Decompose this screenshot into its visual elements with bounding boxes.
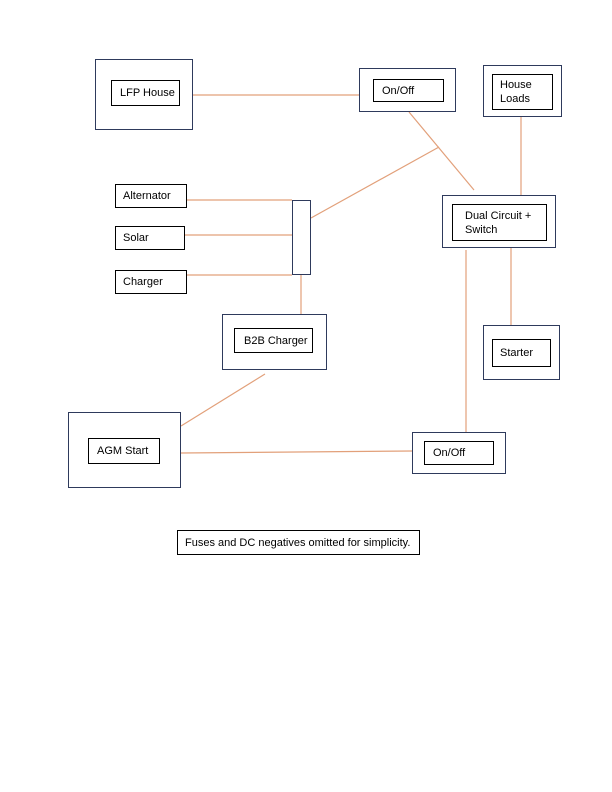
lfp-house-label: LFP House bbox=[111, 80, 180, 106]
solar-label: Solar bbox=[115, 226, 185, 250]
bus-bar bbox=[292, 200, 311, 275]
wire-agm-to-bottom-onoff bbox=[180, 450, 413, 454]
starter-label: Starter bbox=[492, 339, 551, 367]
on-off-top-label: On/Off bbox=[373, 79, 444, 102]
wire-b2b-to-agm bbox=[180, 373, 266, 427]
charger-label: Charger bbox=[115, 270, 187, 294]
dual-circuit-switch-label: Dual Circuit + Switch bbox=[452, 204, 547, 241]
on-off-bottom-label: On/Off bbox=[424, 441, 494, 465]
wire-bus-to-onoff-line bbox=[310, 146, 440, 219]
dual-circuit-switch-box: Dual Circuit + Switch bbox=[442, 195, 556, 248]
house-loads-box: House Loads bbox=[483, 65, 562, 117]
b2b-charger-box: B2B Charger bbox=[222, 314, 327, 370]
agm-start-label: AGM Start bbox=[88, 438, 160, 464]
b2b-charger-label: B2B Charger bbox=[234, 328, 313, 353]
wire-onoff-to-dual-switch bbox=[408, 111, 475, 191]
on-off-top-box: On/Off bbox=[359, 68, 456, 112]
on-off-bottom-box: On/Off bbox=[412, 432, 506, 474]
lfp-house-box: LFP House bbox=[95, 59, 193, 130]
house-loads-label: House Loads bbox=[492, 74, 553, 110]
starter-box: Starter bbox=[483, 325, 560, 380]
alternator-label: Alternator bbox=[115, 184, 187, 208]
agm-start-box: AGM Start bbox=[68, 412, 181, 488]
simplification-note: Fuses and DC negatives omitted for simpl… bbox=[177, 530, 420, 555]
